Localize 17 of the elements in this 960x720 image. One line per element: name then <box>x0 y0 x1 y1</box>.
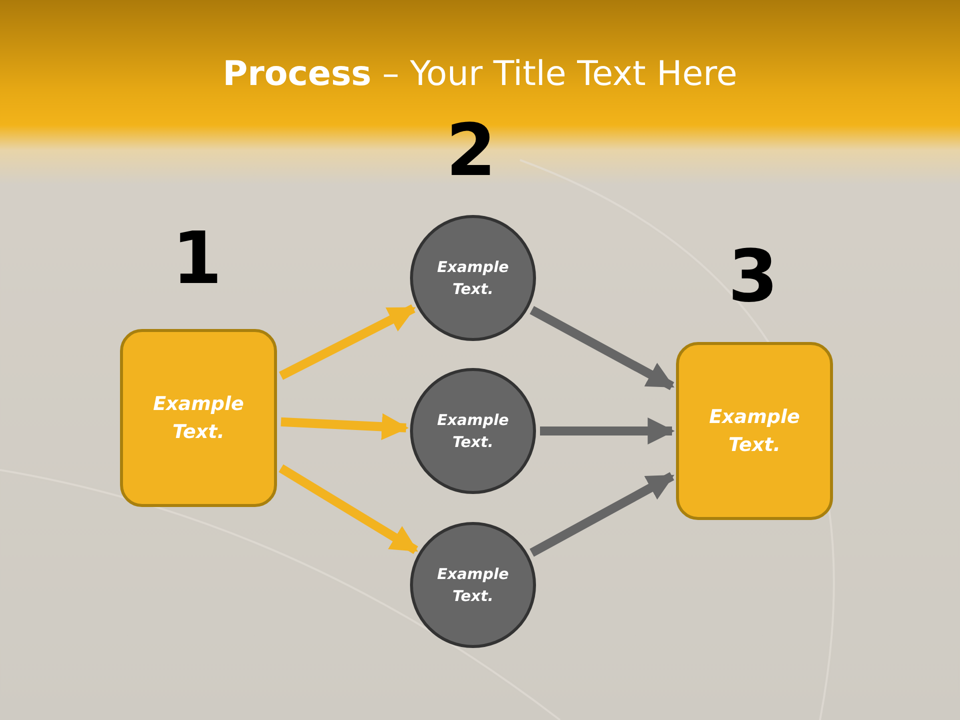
step-number: 3 <box>728 240 778 312</box>
node-text: Example Text. <box>436 564 510 607</box>
step-number: 1 <box>172 222 222 294</box>
node-text: Example Text. <box>152 392 245 445</box>
node-text: Example Text. <box>436 410 510 453</box>
arrow <box>530 472 674 557</box>
title: Process – Your Title Text Here <box>222 54 738 94</box>
arrow <box>280 413 409 440</box>
node-text: Example Text. <box>436 256 510 300</box>
process-box <box>120 329 277 507</box>
process-box <box>676 342 833 520</box>
node-text: Example Text. <box>708 404 801 458</box>
step-number: 2 <box>446 114 496 186</box>
arrow <box>540 418 675 444</box>
arrow <box>278 464 418 554</box>
arrow <box>530 306 674 390</box>
arrow <box>278 304 416 380</box>
